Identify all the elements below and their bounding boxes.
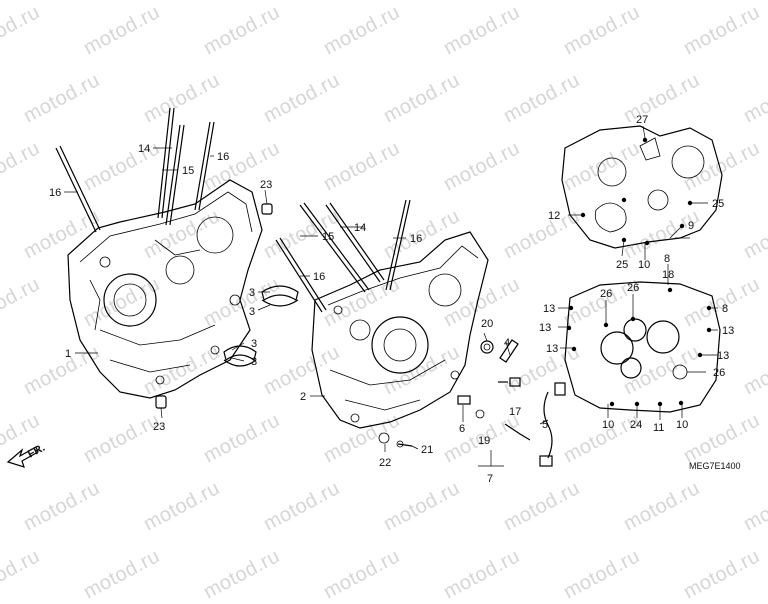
callout-3: 3 — [249, 287, 255, 299]
callout-20: 20 — [481, 318, 493, 330]
callout-27: 27 — [636, 114, 648, 126]
callout-23: 23 — [260, 179, 272, 191]
diagram-code: MEG7E1400 — [689, 461, 741, 471]
callout-13: 13 — [722, 325, 734, 337]
lower-gasket — [564, 281, 721, 413]
front-direction-arrow: FR. — [6, 442, 47, 468]
callout-12: 12 — [548, 210, 560, 222]
callout-numbers: 1 2 3 3 3 3 4 5 6 7 8 8 9 10 10 10 11 12… — [49, 114, 741, 485]
leader-lines — [64, 125, 718, 467]
callout-10: 10 — [602, 419, 614, 431]
sensor-parts — [378, 339, 566, 467]
callout-9: 9 — [688, 220, 694, 232]
callout-8: 8 — [664, 253, 670, 265]
right-studs — [275, 199, 411, 313]
callout-11: 11 — [653, 422, 664, 434]
callout-26: 26 — [600, 288, 612, 300]
callout-16: 16 — [410, 233, 422, 245]
callout-13: 13 — [543, 303, 555, 315]
callout-13: 13 — [539, 322, 551, 334]
callout-10: 10 — [676, 419, 688, 431]
callout-3: 3 — [251, 338, 257, 350]
callout-15: 15 — [322, 231, 334, 243]
callout-22: 22 — [379, 457, 391, 469]
callout-19: 19 — [478, 435, 490, 447]
callout-16: 16 — [217, 151, 229, 163]
callout-3: 3 — [251, 356, 257, 368]
callout-14: 14 — [138, 143, 150, 155]
callout-7: 7 — [487, 473, 493, 485]
callout-21: 21 — [421, 444, 433, 456]
right-crankcase — [311, 231, 489, 429]
callout-13: 13 — [546, 343, 558, 355]
upper-gasket — [561, 125, 723, 249]
callout-3: 3 — [249, 306, 255, 318]
parts-diagram: FR. — [6, 107, 741, 485]
callout-25: 25 — [616, 259, 628, 271]
callout-16: 16 — [313, 271, 325, 283]
left-crankcase — [67, 179, 263, 399]
front-direction-label: FR. — [26, 442, 47, 461]
callout-15: 15 — [182, 165, 194, 177]
callout-26: 26 — [713, 367, 725, 379]
callout-6: 6 — [459, 423, 465, 435]
callout-18: 18 — [662, 269, 674, 281]
callout-8: 8 — [722, 303, 728, 315]
callout-2: 2 — [300, 391, 306, 403]
callout-25: 25 — [712, 198, 724, 210]
bearing-shells — [223, 285, 299, 367]
callout-10: 10 — [638, 259, 650, 271]
callout-14: 14 — [354, 222, 366, 234]
callout-26: 26 — [627, 282, 639, 294]
callout-24: 24 — [630, 419, 642, 431]
callout-1: 1 — [65, 348, 71, 360]
callout-16: 16 — [49, 187, 61, 199]
callout-13: 13 — [717, 350, 729, 362]
callout-23: 23 — [153, 421, 165, 433]
callout-5: 5 — [542, 419, 548, 431]
callout-4: 4 — [504, 337, 510, 349]
left-studs — [55, 107, 215, 233]
callout-17: 17 — [509, 406, 521, 418]
